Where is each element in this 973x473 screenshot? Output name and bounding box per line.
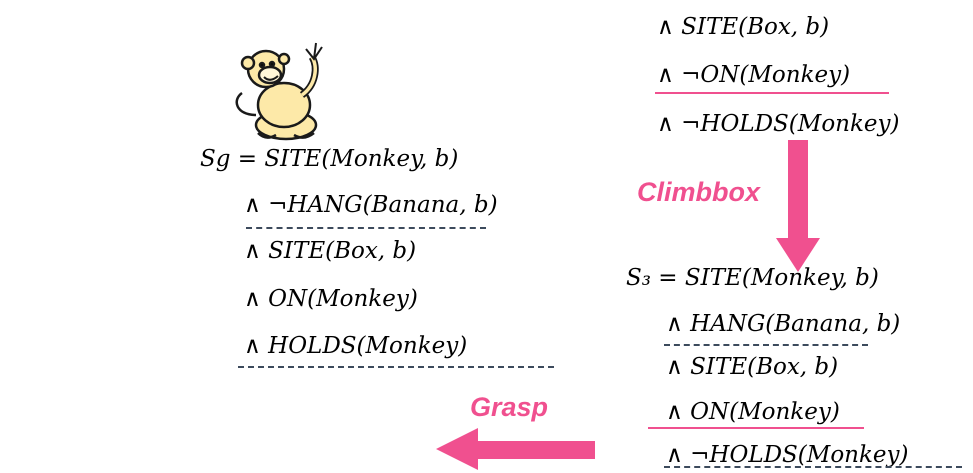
s3-line-5: ∧ ¬HOLDS(Monkey) [666, 442, 909, 468]
s3-line-1: S₃ = SITE(Monkey, b) [626, 265, 879, 291]
s3-underline [648, 427, 864, 429]
s3-line-2: ∧ HANG(Banana, b) [666, 311, 901, 337]
initial-state-line-2: ∧ ¬ON(Monkey) [657, 62, 851, 88]
goal-line-3: ∧ SITE(Box, b) [244, 238, 417, 264]
s3-line-4: ∧ ON(Monkey) [666, 399, 840, 425]
goal-line-1: Sg = SITE(Monkey, b) [200, 146, 459, 172]
goal-dashed-underline-2 [238, 366, 554, 368]
goal-line-2: ∧ ¬HANG(Banana, b) [244, 192, 498, 218]
s3-dashed-underline-1 [664, 344, 868, 346]
s3-line-3: ∧ SITE(Box, b) [666, 354, 839, 380]
initial-state-underline [655, 92, 889, 94]
action-grasp-label: Grasp [470, 392, 549, 422]
goal-dashed-underline-1 [246, 227, 486, 229]
initial-state-line-1: ∧ SITE(Box, b) [657, 14, 830, 40]
action-climbbox-label: Climbbox [637, 177, 761, 207]
goal-line-4: ∧ ON(Monkey) [244, 286, 418, 312]
initial-state-line-3: ∧ ¬HOLDS(Monkey) [657, 111, 900, 137]
grasp-arrow [436, 428, 595, 470]
s3-dashed-underline-2 [664, 466, 962, 468]
climbbox-arrow [776, 140, 820, 272]
goal-line-5: ∧ HOLDS(Monkey) [244, 333, 468, 359]
